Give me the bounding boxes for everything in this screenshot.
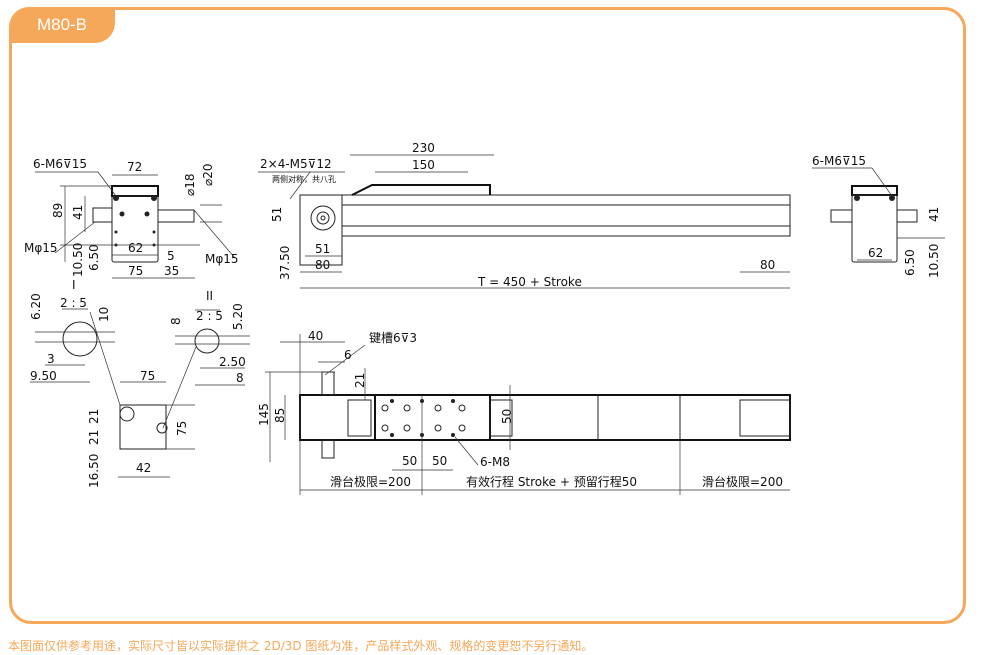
dim-35: 35 (164, 264, 179, 278)
dim-21b: 21 (87, 430, 101, 445)
front-view: 2×4-M5⊽12 两侧对称，共八孔 230 150 51 37.50 51 8… (258, 141, 791, 289)
dim-51-h: 51 (315, 242, 330, 256)
model-tab: M80-B (9, 7, 115, 43)
dim-150: 150 (412, 158, 435, 172)
dim-75: 75 (128, 264, 143, 278)
dim-50-b: 50 (432, 454, 447, 468)
dim-21a: 21 (87, 409, 101, 424)
dim-41: 41 (71, 205, 85, 220)
dim-50-a: 50 (402, 454, 417, 468)
left-end-view: 6-M6⊽15 72 ⌀18 ⌀20 89 41 Mφ15 Mφ15 10.50… (24, 157, 239, 279)
dim-3: 3 (47, 352, 55, 366)
dim-42: 42 (136, 461, 151, 475)
front-tap-label: 2×4-M5⊽12 (260, 157, 332, 171)
dim-145: 145 (257, 403, 271, 426)
holes-label: 6-M8 (480, 455, 510, 469)
right-dim-62: 62 (868, 246, 883, 260)
right-dim-6-50: 6.50 (903, 249, 917, 276)
dim-10-50: 10.50 (71, 243, 85, 277)
dim-6-50: 6.50 (87, 244, 101, 271)
dim-62: 62 (128, 241, 143, 255)
stroke-label: 有效行程 Stroke + 预留行程50 (466, 474, 637, 489)
dim-10: 10 (97, 307, 111, 322)
dim-37-50: 37.50 (278, 246, 292, 280)
dim-75-height: 75 (175, 421, 189, 436)
dim-16-50: 16.50 (87, 454, 101, 488)
right-tap-label: 6-M6⊽15 (812, 154, 866, 168)
dim-80-right: 80 (760, 258, 775, 272)
dim-2-50: 2.50 (219, 355, 246, 369)
carriage-holes (381, 399, 466, 437)
dim-89: 89 (51, 203, 65, 218)
dim-50-v: 50 (500, 409, 514, 424)
limit-left: 滑台极限=200 (330, 474, 411, 489)
dim-230: 230 (412, 141, 435, 155)
dim-6: 6 (344, 348, 352, 362)
dim-85: 85 (273, 408, 287, 423)
dim-51-v: 51 (270, 207, 284, 222)
dim-72: 72 (127, 160, 142, 174)
detail-i-label: I (72, 278, 76, 292)
tap-label: 6-M6⊽15 (33, 157, 87, 171)
keyway-label: 键槽6⊽3 (369, 331, 417, 345)
detail-i-scale: 2 : 5 (60, 296, 87, 310)
limit-right: 滑台极限=200 (702, 474, 783, 489)
detail-views: I 2 : 5 6.20 10 3 9.50 II 2 : 5 8 5.20 2… (29, 278, 250, 488)
dim-80-left: 80 (315, 258, 330, 272)
right-dim-41: 41 (927, 207, 941, 222)
right-dim-10-50: 10.50 (927, 244, 941, 278)
dim-8: 8 (169, 317, 183, 325)
dim-8b: 8 (236, 371, 244, 385)
m-label-right: Mφ15 (205, 252, 239, 266)
dim-9-50: 9.50 (30, 369, 57, 383)
total-length: T = 450 + Stroke (477, 275, 582, 289)
dim-5: 5 (167, 249, 175, 263)
detail-ii-label: II (206, 289, 213, 303)
front-tap-note: 两侧对称，共八孔 (272, 174, 336, 184)
dim-40: 40 (308, 329, 323, 343)
m-label-left: Mφ15 (24, 241, 58, 255)
top-view: 40 键槽6⊽3 6 21 145 85 50 50 50 6-M8 滑台极限=… (257, 329, 791, 495)
right-end-view: 6-M6⊽15 41 62 6.50 10.50 (812, 154, 945, 278)
dim-21: 21 (353, 373, 367, 388)
dim-d18: ⌀18 (183, 174, 197, 197)
disclaimer-footer: 本图面仅供参考用途，实际尺寸皆以实际提供之 2D/3D 图纸为准，产品样式外观、… (8, 639, 594, 653)
dim-75-profile: 75 (140, 369, 155, 383)
drawing-frame (9, 7, 966, 624)
dim-d20: ⌀20 (201, 164, 215, 187)
dim-5-20: 5.20 (231, 303, 245, 330)
dim-6-20: 6.20 (29, 293, 43, 320)
detail-ii-scale: 2 : 5 (196, 309, 223, 323)
